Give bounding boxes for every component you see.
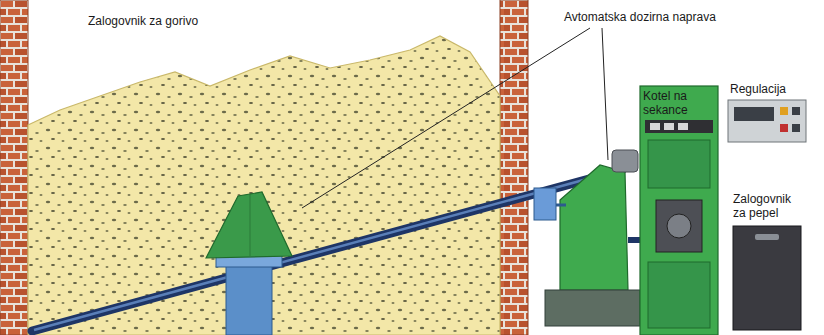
auger-shaft [34,170,620,330]
node-text: Zalogovnik za pepel [733,192,807,220]
feeder-unit [560,165,628,290]
control-unit: Regulacija [728,80,808,98]
callout-label: Avtomatska dozirna naprava [562,10,718,24]
auger-pipe [32,170,622,331]
leader-line [602,28,608,160]
feeder-pedestal [545,290,640,326]
leader-line [302,28,590,208]
brick-wall [0,0,28,335]
brick-wall [500,0,528,335]
cone-detail [250,194,251,256]
node-text: Regulacija [730,82,806,96]
control-panel [728,100,806,142]
boiler-lower-door [648,262,710,328]
boiler-indicator [664,123,674,130]
boiler-indicator [678,123,688,130]
node-text: Kotel na sekance [643,89,717,117]
control-button [792,124,800,132]
control-display [734,107,774,121]
feeder-coupling [556,204,566,207]
ash-container: Zalogovnik za pepel [731,190,809,222]
agitator-cone [206,192,292,258]
storage-room: Zalogovnik za gorivo [86,12,288,32]
boiler-window [667,214,691,238]
agitator-drive [226,262,272,335]
boiler-upper-door [648,140,710,188]
wood-chip-pile [28,36,500,335]
feed-pipe [628,237,640,243]
boiler-indicator [650,123,660,130]
feeder-motor [534,188,556,220]
ash-bin [733,226,801,330]
boiler-door [656,200,702,252]
control-button [780,107,788,115]
node-text: Zalogovnik za gorivo [88,14,286,28]
boiler-panel [645,120,713,133]
control-button [780,124,788,132]
control-button [792,107,800,115]
boiler: Kotel na sekance [640,86,720,120]
ash-bin-handle [755,234,779,240]
boiler-body [640,86,718,335]
feeder-gear [612,150,638,172]
